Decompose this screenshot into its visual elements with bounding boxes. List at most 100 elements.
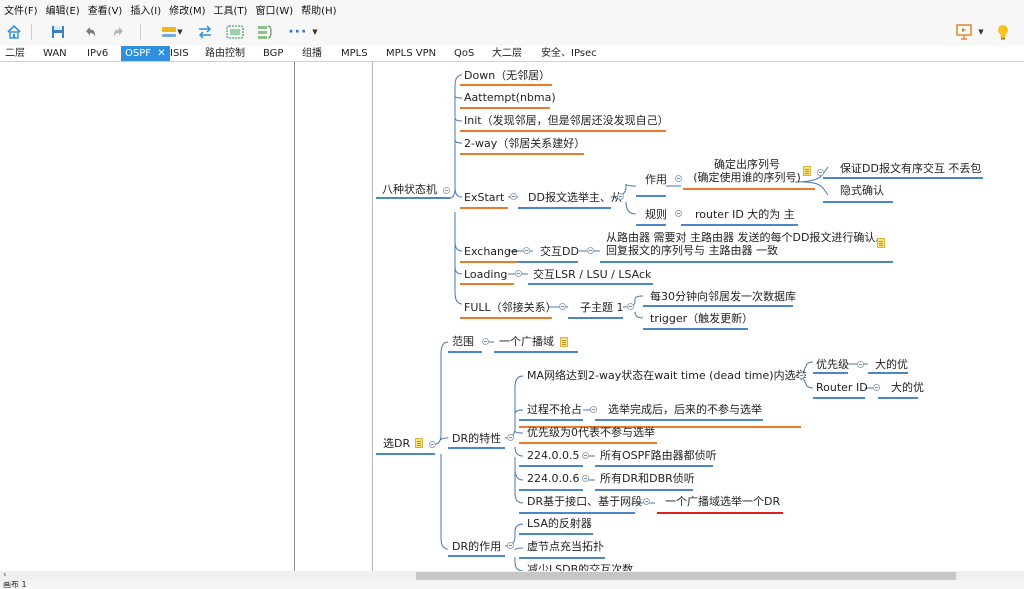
lightbulb-button[interactable] xyxy=(994,22,1012,42)
collapse-icon[interactable] xyxy=(515,270,522,277)
collapse-icon[interactable] xyxy=(507,434,514,441)
topic-dr-features[interactable]: DR的特性 xyxy=(452,432,502,445)
tab-qos[interactable]: QoS xyxy=(454,48,475,59)
topic-after-done[interactable]: 选举完成后，后来的不参与选举 xyxy=(608,403,762,416)
note-icon[interactable] xyxy=(803,166,811,176)
topic-trigger[interactable]: trigger（触发更新） xyxy=(650,312,754,325)
topic-eight-states[interactable]: 八种状态机 xyxy=(382,183,437,196)
collapse-icon[interactable] xyxy=(817,169,824,176)
topic-priority[interactable]: 优先级 xyxy=(816,358,849,371)
topic-swap-dd[interactable]: 交互DD xyxy=(540,245,579,258)
menu-tools[interactable]: 工具(T) xyxy=(213,5,248,17)
topic-ensure-order[interactable]: 保证DD报文有序交互 不丢包 xyxy=(840,162,982,175)
topic-implicit-ack[interactable]: 隐式确认 xyxy=(840,184,884,197)
topic-rule[interactable]: 规则 xyxy=(645,208,667,221)
collapse-icon[interactable] xyxy=(643,498,650,505)
note-icon[interactable] xyxy=(415,438,423,448)
topic-reduce-lsdb[interactable]: 减少LSDB的交互次数 xyxy=(527,563,634,571)
topic-routerid-master[interactable]: router ID 大的为 主 xyxy=(695,208,795,221)
save-button[interactable] xyxy=(49,22,67,42)
mindmap-canvas[interactable]: 八种状态机 Down（无邻居） Aattempt(nbma) Init（发现邻居… xyxy=(373,62,1024,571)
collapse-icon[interactable] xyxy=(675,175,682,182)
collapse-icon[interactable] xyxy=(857,361,864,368)
tab-wan[interactable]: WAN xyxy=(43,48,67,59)
more-button[interactable]: ··· ▼ xyxy=(285,22,321,42)
topic-rid-bigger[interactable]: 大的优 xyxy=(891,381,924,394)
topic-exchange[interactable]: Exchange xyxy=(464,245,518,258)
scrollbar-thumb[interactable] xyxy=(416,572,956,580)
topic-lsr-lsu-lsack[interactable]: 交互LSR / LSU / LSAck xyxy=(533,268,652,281)
collapse-icon[interactable] xyxy=(507,542,514,549)
collapse-icon[interactable] xyxy=(590,406,597,413)
topic-attempt[interactable]: Aattempt(nbma) xyxy=(464,91,556,104)
topic-lsa-reflector[interactable]: LSA的反射器 xyxy=(527,517,592,530)
tab-layer2[interactable]: 二层 xyxy=(5,48,25,59)
topic-confirm-seq[interactable]: 确定出序列号 (确定使用谁的序列号) xyxy=(689,158,805,184)
tab-security-ipsec[interactable]: 安全、IPsec xyxy=(541,48,597,59)
collapse-icon[interactable] xyxy=(873,384,880,391)
menu-window[interactable]: 窗口(W) xyxy=(255,5,294,17)
topic-down[interactable]: Down（无邻居） xyxy=(464,69,551,82)
collapse-icon[interactable] xyxy=(627,303,634,310)
topic-subtopic-1[interactable]: 子主题 1 xyxy=(580,301,624,314)
topic-dd-select[interactable]: DD报文选举主、从 xyxy=(528,191,622,204)
topic-priority-bigger[interactable]: 大的优 xyxy=(875,358,908,371)
collapse-icon[interactable] xyxy=(510,193,517,200)
topic-all-ospf-listen[interactable]: 所有OSPF路由器都侦听 xyxy=(600,449,717,462)
tab-mpls[interactable]: MPLS xyxy=(341,48,368,59)
undo-button[interactable] xyxy=(81,22,99,42)
menu-view[interactable]: 查看(V) xyxy=(87,5,123,17)
tab-bgp[interactable]: BGP xyxy=(263,48,284,59)
home-button[interactable] xyxy=(5,22,23,42)
tab-isis[interactable]: ISIS xyxy=(170,48,189,59)
topic-dr-per-interface[interactable]: DR基于接口、基于网段 xyxy=(527,495,643,508)
collapse-icon[interactable] xyxy=(482,338,489,345)
topic-init[interactable]: Init（发现邻居，但是邻居还没发现自己） xyxy=(464,114,669,127)
topic-one-bcast-domain[interactable]: 一个广播域 xyxy=(499,335,554,348)
redo-button[interactable] xyxy=(110,22,128,42)
topic-scope[interactable]: 范围 xyxy=(452,335,474,348)
tab-ospf[interactable]: OSPF ✕ xyxy=(121,46,170,61)
menu-modify[interactable]: 修改(M) xyxy=(169,5,206,17)
note-icon[interactable] xyxy=(877,238,885,248)
scroll-left-icon[interactable]: ‹ xyxy=(3,570,7,580)
summary-button[interactable] xyxy=(256,22,274,42)
relation-button[interactable] xyxy=(196,22,214,42)
tab-multicast[interactable]: 组播 xyxy=(302,48,322,59)
topic-slave-ack[interactable]: 从路由器 需要对 主路由器 发送的每个DD报文进行确认, 回复报文的序列号与 主… xyxy=(606,231,879,257)
topic-ma-election[interactable]: MA网络达到2-way状态在wait time (dead time)内选举 xyxy=(527,369,807,382)
menu-file[interactable]: 文件(F) xyxy=(4,5,38,17)
topic-one-dr-per-domain[interactable]: 一个广播域选举一个DR xyxy=(665,495,781,508)
topic-224-0-0-6[interactable]: 224.0.0.6 xyxy=(527,472,580,485)
collapse-icon[interactable] xyxy=(582,452,589,459)
collapse-icon[interactable] xyxy=(582,475,589,482)
note-icon[interactable] xyxy=(560,337,568,347)
topic-dr-role[interactable]: DR的作用 xyxy=(452,540,502,553)
menu-edit[interactable]: 编辑(E) xyxy=(45,5,80,17)
topic-pseudo-node[interactable]: 虚节点充当拓扑 xyxy=(527,540,604,553)
close-icon[interactable]: ✕ xyxy=(157,48,166,59)
tab-ipv6[interactable]: IPv6 xyxy=(87,48,109,59)
menu-insert[interactable]: 插入(I) xyxy=(130,5,162,17)
topic-priority-zero[interactable]: 优先级为0代表不参与选举 xyxy=(527,426,655,439)
tab-large-layer2[interactable]: 大二层 xyxy=(492,48,522,59)
tab-routing-control[interactable]: 路由控制 xyxy=(205,48,245,59)
collapse-icon[interactable] xyxy=(559,303,566,310)
tab-mpls-vpn[interactable]: MPLS VPN xyxy=(386,48,437,59)
topic-every-30min[interactable]: 每30分钟向邻居发一次数据库 xyxy=(650,290,796,303)
topic-224-0-0-5[interactable]: 224.0.0.5 xyxy=(527,449,580,462)
topic-loading[interactable]: Loading xyxy=(464,268,508,281)
collapse-icon[interactable] xyxy=(617,193,624,200)
presentation-button[interactable]: ▼ xyxy=(952,22,988,42)
topic-router-id[interactable]: Router ID xyxy=(816,381,868,394)
collapse-icon[interactable] xyxy=(587,247,594,254)
collapse-icon[interactable] xyxy=(798,372,805,379)
topic-twoway[interactable]: 2-way（邻居关系建好） xyxy=(464,137,586,150)
topic-dr-bdr-listen[interactable]: 所有DR和DBR侦听 xyxy=(600,472,695,485)
topic-no-preempt[interactable]: 过程不抢占 xyxy=(527,403,582,416)
menu-help[interactable]: 帮助(H) xyxy=(301,5,337,17)
topic-full[interactable]: FULL（邻接关系） xyxy=(464,301,557,314)
topic-exstart[interactable]: ExStart xyxy=(464,191,505,204)
horizontal-scrollbar[interactable]: ‹ xyxy=(0,570,1024,581)
boundary-button[interactable] xyxy=(226,22,244,42)
